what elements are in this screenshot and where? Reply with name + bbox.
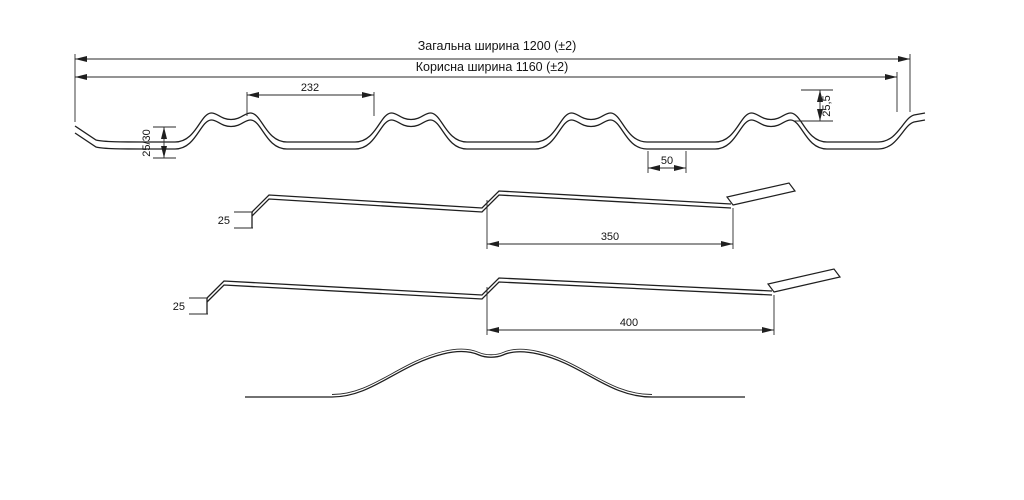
dim-module-length-350: 350 [486, 200, 734, 249]
wave-pitch-label: 232 [301, 82, 319, 94]
wave-curve-lower [245, 350, 745, 398]
sheet-end-flap [725, 182, 797, 206]
tile-sheet-profile-top [74, 112, 926, 143]
dim-crest-height: 25,5 [794, 89, 833, 122]
pan-surface-bottom [251, 194, 732, 217]
module-length-label: 350 [601, 231, 619, 243]
wave-curve-upper [331, 348, 653, 395]
pan-surface-bottom [206, 281, 773, 303]
dim-useful-width: Корисна ширина 1160 (±2) [75, 60, 898, 112]
dim-step-height-400: 25 [173, 297, 208, 315]
step-height-label: 25 [173, 301, 185, 313]
pan-surface-top [251, 190, 732, 213]
step-height-label: 25 [218, 215, 230, 227]
side-profile-350: 25 350 [218, 182, 797, 249]
total-width-label: Загальна ширина 1200 (±2) [418, 39, 577, 53]
valley-width-label: 50 [661, 155, 673, 167]
pan-surface-top [206, 277, 773, 299]
profile-height-label: 25/30 [141, 129, 153, 157]
tile-sheet-profile-bottom [74, 119, 926, 150]
module-length-label: 400 [620, 317, 638, 329]
dim-total-width: Загальна ширина 1200 (±2) [74, 39, 911, 122]
dim-valley-width: 50 [647, 151, 687, 173]
cross-section-view: Загальна ширина 1200 (±2) Корисна ширина… [74, 39, 926, 173]
dim-module-length-400: 400 [486, 287, 775, 335]
crest-height-label: 25,5 [821, 95, 833, 116]
sheet-end-flap [766, 268, 842, 293]
side-profile-400: 25 400 [173, 268, 842, 335]
dim-profile-height: 25/30 [141, 126, 176, 159]
useful-width-label: Корисна ширина 1160 (±2) [416, 60, 569, 74]
dim-step-height-350: 25 [218, 211, 253, 229]
wave-detail-view [245, 348, 745, 398]
dim-wave-pitch: 232 [246, 82, 375, 116]
